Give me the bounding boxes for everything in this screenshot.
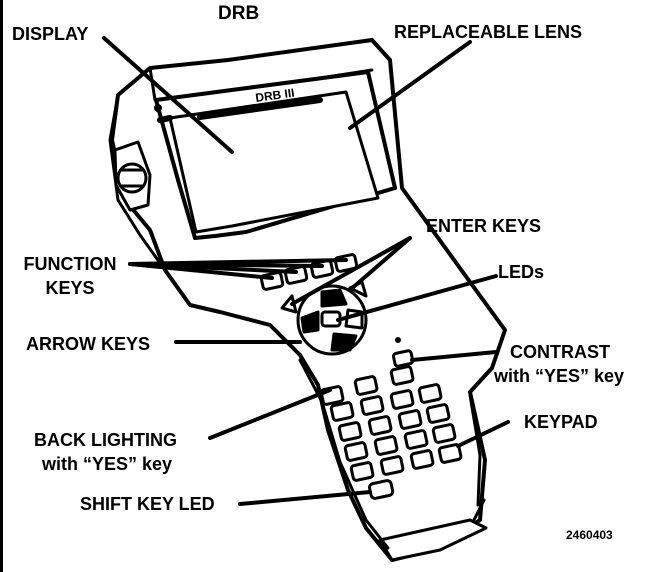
lens-leader bbox=[348, 40, 472, 130]
label-function-keys-line2: KEYS bbox=[45, 278, 95, 298]
keypad-key bbox=[425, 403, 451, 424]
brand-dot bbox=[154, 104, 162, 112]
display-header-band bbox=[197, 97, 323, 120]
keypad-key bbox=[437, 443, 463, 464]
function-key bbox=[309, 259, 335, 279]
keypad-key bbox=[349, 461, 375, 482]
label-leds: LEDs bbox=[498, 262, 545, 282]
keypad-key bbox=[353, 375, 379, 396]
grip-contour bbox=[298, 358, 390, 550]
frame-border bbox=[0, 0, 3, 572]
keypad-key bbox=[417, 383, 443, 404]
side-connector bbox=[113, 140, 152, 212]
contrast-led bbox=[395, 337, 401, 343]
keypad-key bbox=[359, 395, 385, 416]
arrow-up-key bbox=[320, 288, 348, 308]
arrow-key-cluster bbox=[280, 280, 368, 356]
figure-number: 2460403 bbox=[566, 528, 613, 542]
function-key bbox=[283, 265, 309, 285]
keypad-key bbox=[389, 365, 415, 386]
grip-contour-right bbox=[468, 393, 482, 507]
keypad bbox=[319, 365, 463, 500]
keypad-key bbox=[409, 449, 435, 470]
arrow-down-key bbox=[330, 332, 358, 352]
keypad-key bbox=[343, 441, 369, 462]
contrast-leader bbox=[410, 350, 498, 362]
arrow-left-key bbox=[300, 310, 320, 334]
enter-keys-leader bbox=[290, 236, 412, 306]
back-lighting-leader bbox=[208, 388, 332, 440]
label-keypad: KEYPAD bbox=[524, 412, 598, 432]
display-screen bbox=[168, 90, 380, 234]
label-back-lighting-line1: BACK LIGHTING bbox=[34, 430, 177, 450]
label-back-lighting-line2: with “YES” key bbox=[42, 454, 173, 474]
keypad-key bbox=[337, 421, 363, 442]
keypad-key bbox=[319, 385, 345, 406]
device-screen-text: DRB III bbox=[254, 86, 295, 105]
function-key bbox=[259, 271, 285, 291]
device-side-panel bbox=[108, 93, 167, 272]
keypad-key bbox=[403, 429, 429, 450]
function-keys-leader bbox=[128, 258, 348, 266]
side-connector-port bbox=[116, 162, 148, 194]
label-contrast-line2: with “YES” key bbox=[494, 366, 625, 386]
keypad-key bbox=[397, 409, 423, 430]
label-contrast-line1: CONTRAST bbox=[510, 342, 610, 362]
keypad-key bbox=[329, 401, 355, 422]
callout-lines bbox=[102, 36, 510, 506]
keypad-key bbox=[431, 423, 457, 444]
keypad-key bbox=[379, 455, 405, 476]
keypad-key bbox=[389, 389, 415, 410]
label-arrow-keys: ARROW KEYS bbox=[26, 334, 151, 354]
diagram-title: DRB bbox=[218, 3, 260, 24]
leds-leader bbox=[336, 274, 498, 322]
label-function-keys-line1: FUNCTION bbox=[23, 254, 117, 274]
label-display: DISPLAY bbox=[12, 24, 89, 44]
keypad-key bbox=[373, 435, 399, 456]
label-enter-keys: ENTER KEYS bbox=[426, 216, 542, 236]
shift-key bbox=[368, 479, 395, 500]
enter-keys-leader bbox=[348, 236, 412, 292]
keypad-leader bbox=[456, 420, 510, 448]
label-replaceable-lens: REPLACEABLE LENS bbox=[394, 22, 583, 42]
base-foot bbox=[378, 518, 488, 562]
brand-mark bbox=[157, 115, 173, 123]
label-shift-key-led: SHIFT KEY LED bbox=[80, 494, 215, 514]
display-leader bbox=[102, 36, 234, 154]
keypad-key bbox=[367, 415, 393, 436]
contrast-key bbox=[392, 349, 415, 368]
shift-led-leader bbox=[238, 490, 372, 506]
